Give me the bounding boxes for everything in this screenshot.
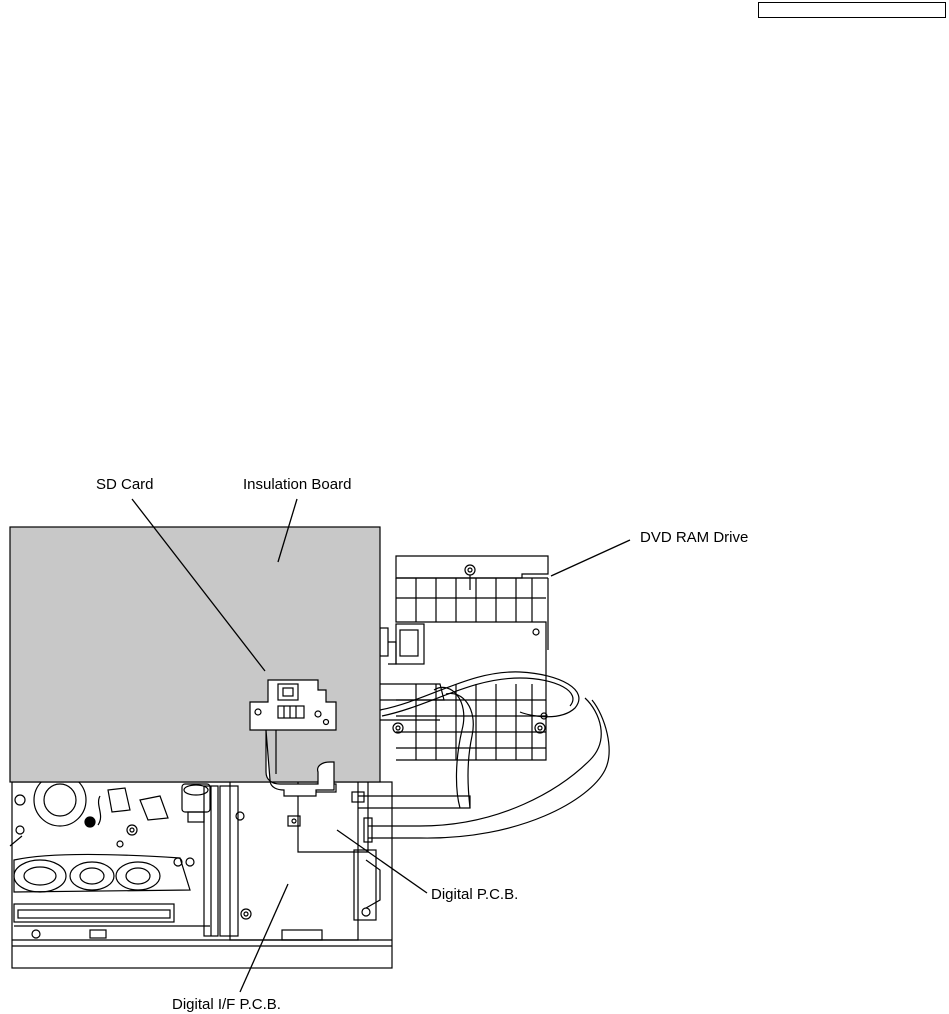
dvd-ram-drive: [392, 555, 549, 761]
leader-dvd-ram-drive: [550, 539, 631, 577]
digital-pcb-label: Digital P.C.B.: [431, 886, 519, 903]
leader-insulation-board: [277, 498, 298, 563]
sd-card-label: SD Card: [96, 476, 154, 493]
leader-lines: [131, 498, 631, 993]
leader-sd-card: [131, 498, 266, 672]
mechanism-chassis: [9, 773, 393, 969]
cable-harness: [358, 627, 610, 839]
leader-digital-pcb: [336, 829, 428, 894]
page-number-box: [758, 2, 946, 18]
digital-if-pcb-label: Digital I/F P.C.B.: [172, 996, 281, 1013]
leader-digital-if-pcb: [239, 883, 289, 993]
insulation-board: [9, 526, 381, 783]
digital-if-pcb: [229, 782, 359, 941]
digital-pcb: [287, 782, 373, 853]
dvd-ram-drive-label: DVD RAM Drive: [640, 529, 749, 546]
insulation-board-label: Insulation Board: [243, 476, 352, 493]
sd-card-pcb: [249, 679, 337, 797]
